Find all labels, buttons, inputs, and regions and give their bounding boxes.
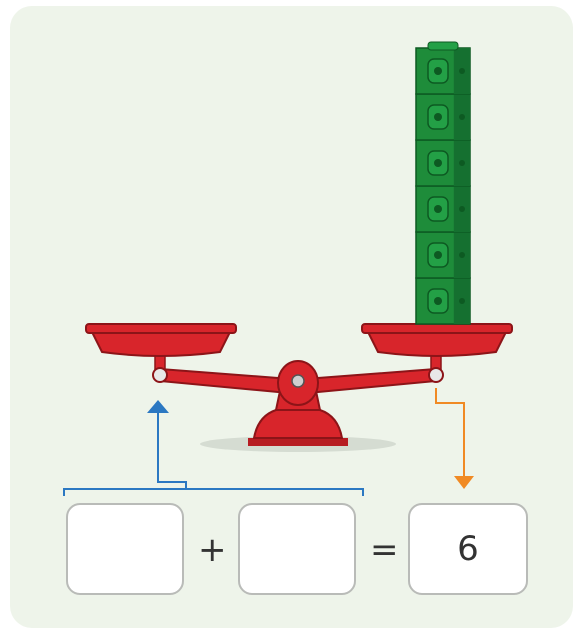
unit-cube [415,93,471,141]
left-pan [85,323,237,357]
equals-sign: = [370,530,399,570]
blue-arrow-up-icon [147,400,169,413]
pivot-icon [291,374,305,388]
orange-arrow-line [435,388,465,476]
plus-sign: + [198,530,227,570]
addend-1-box[interactable] [66,503,184,595]
right-pan [361,323,513,357]
result-box[interactable]: 6 [408,503,528,595]
cube-tower [415,41,471,325]
unit-cube [415,277,471,325]
unit-cube [415,139,471,187]
orange-arrow-down-icon [454,476,474,489]
unit-cube [415,185,471,233]
unit-cube [415,231,471,279]
left-hinge-icon [152,367,168,383]
blue-bracket-arrow [63,412,364,496]
addend-2-box[interactable] [238,503,356,595]
cube-connector [427,41,459,51]
right-hinge-icon [428,367,444,383]
scale-beam [159,360,437,406]
unit-cube [415,47,471,95]
